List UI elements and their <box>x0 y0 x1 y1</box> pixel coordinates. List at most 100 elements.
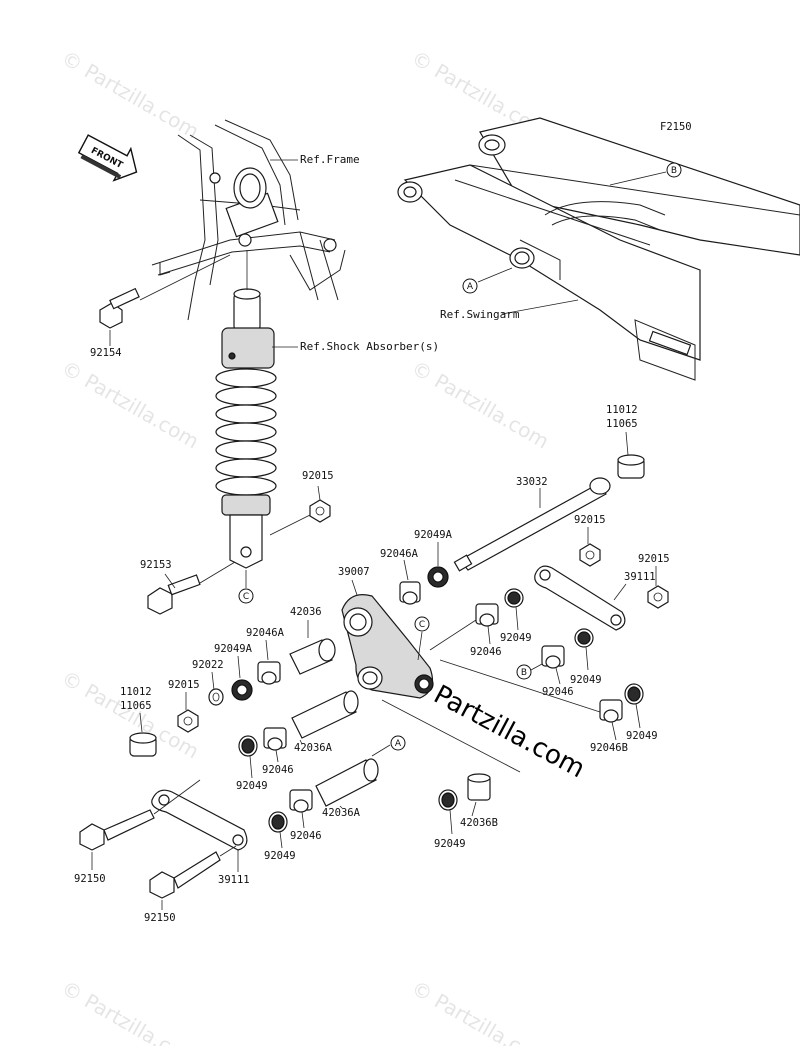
leader <box>219 845 237 857</box>
part-number: 92015 <box>574 514 606 526</box>
leader <box>429 619 477 651</box>
leader <box>269 514 311 536</box>
callout-a-lower: A <box>390 735 406 751</box>
leader <box>501 299 579 315</box>
part-number: 42036A <box>322 807 361 819</box>
callout-c-shock: C <box>238 570 254 604</box>
frame-drawing <box>151 119 346 321</box>
watermark: © Partzilla.com <box>58 976 204 1046</box>
part-number: 92046 <box>542 686 574 698</box>
part-number: 92046A <box>380 548 419 560</box>
part-number: 92049A <box>214 643 253 655</box>
part-number: 42036 <box>290 606 322 618</box>
leader <box>299 739 303 745</box>
part-number: 92154 <box>90 347 122 359</box>
leader <box>371 744 391 757</box>
callout-b-lower: B <box>516 664 532 680</box>
leader <box>164 573 176 589</box>
leader <box>339 805 343 809</box>
leader <box>515 606 519 631</box>
part-number: 92049 <box>236 780 268 792</box>
leader <box>530 663 543 671</box>
ref-frame-label: Ref.Frame <box>300 153 360 166</box>
ref-swingarm-label: Ref.Swingarm <box>440 308 520 321</box>
part-number: 92022 <box>192 659 224 671</box>
leader <box>585 646 589 671</box>
part-number: 39111 <box>624 571 656 583</box>
part-number: 92153 <box>140 559 172 571</box>
part-number: 42036A <box>294 742 333 754</box>
callout-a-top: A <box>462 267 513 294</box>
leader <box>449 809 453 835</box>
part-number: 92015 <box>302 470 334 482</box>
leader <box>471 801 477 817</box>
part-number: 92049 <box>570 674 602 686</box>
leader <box>317 485 321 501</box>
part-number: 92049 <box>434 838 466 850</box>
rocker-arm-39007 <box>341 594 434 699</box>
leader <box>611 721 617 741</box>
nut-92015 <box>177 709 199 733</box>
part-number: 92015 <box>168 679 200 691</box>
callout-c-rocker: C <box>414 616 430 661</box>
callout-label: C <box>419 620 425 630</box>
part-number: 39007 <box>338 566 370 578</box>
leader <box>381 699 521 773</box>
part-number: 92049 <box>264 850 296 862</box>
leader <box>211 671 215 691</box>
leader <box>153 779 201 815</box>
cap-11012 <box>129 732 157 757</box>
shaft-33032 <box>453 477 611 572</box>
part-number: 92049 <box>626 730 658 742</box>
part-number: 92046 <box>290 830 322 842</box>
leader <box>265 639 269 661</box>
part-number: 92150 <box>144 912 176 924</box>
leader <box>625 431 629 456</box>
part-number: 33032 <box>516 476 548 488</box>
part-number: 92046 <box>470 646 502 658</box>
part-number: 92015 <box>638 553 670 565</box>
ref-shock-label: Ref.Shock Absorber(s) <box>300 340 439 353</box>
front-arrow-icon: FRONT <box>77 134 138 182</box>
leader <box>139 254 231 301</box>
shock-absorber-drawing <box>215 288 277 569</box>
link-39111 <box>151 789 248 851</box>
watermark: © Partzilla.com <box>408 976 554 1046</box>
leader <box>613 583 627 601</box>
leader <box>275 749 279 763</box>
callout-label: B <box>671 166 677 176</box>
leader <box>249 755 253 779</box>
bolt-92153 <box>147 574 201 615</box>
part-number: 92049 <box>500 632 532 644</box>
part-number: 92046 <box>262 764 294 776</box>
leader <box>403 559 409 581</box>
leader <box>635 703 641 729</box>
sleeve-42036 <box>289 638 336 675</box>
part-number: 42036B <box>460 817 498 829</box>
watermark: © Partzilla.com <box>408 356 554 454</box>
part-number: 11065 <box>606 418 638 430</box>
sleeve-42036B <box>467 773 491 801</box>
part-number: 11065 <box>120 700 152 712</box>
part-number: 92046B <box>590 742 628 754</box>
callout-label: B <box>521 668 527 678</box>
leader <box>487 625 491 645</box>
leader <box>301 811 305 829</box>
sleeve-42036A <box>315 758 379 807</box>
washer-92022 <box>208 688 224 706</box>
nut-92015 <box>647 585 669 609</box>
leader <box>555 667 561 685</box>
leader <box>237 655 241 679</box>
part-number: 92150 <box>74 873 106 885</box>
bolt-92154 <box>99 287 140 329</box>
nut-92015 <box>309 499 331 523</box>
callout-b-top: B <box>609 162 682 186</box>
bolt-92150 <box>79 809 155 851</box>
cap-11012 <box>617 454 645 479</box>
part-number: 39111 <box>218 874 250 886</box>
sleeve-42036A <box>291 690 359 739</box>
leader <box>439 659 601 713</box>
watermark: © Partzilla.com <box>58 356 204 454</box>
